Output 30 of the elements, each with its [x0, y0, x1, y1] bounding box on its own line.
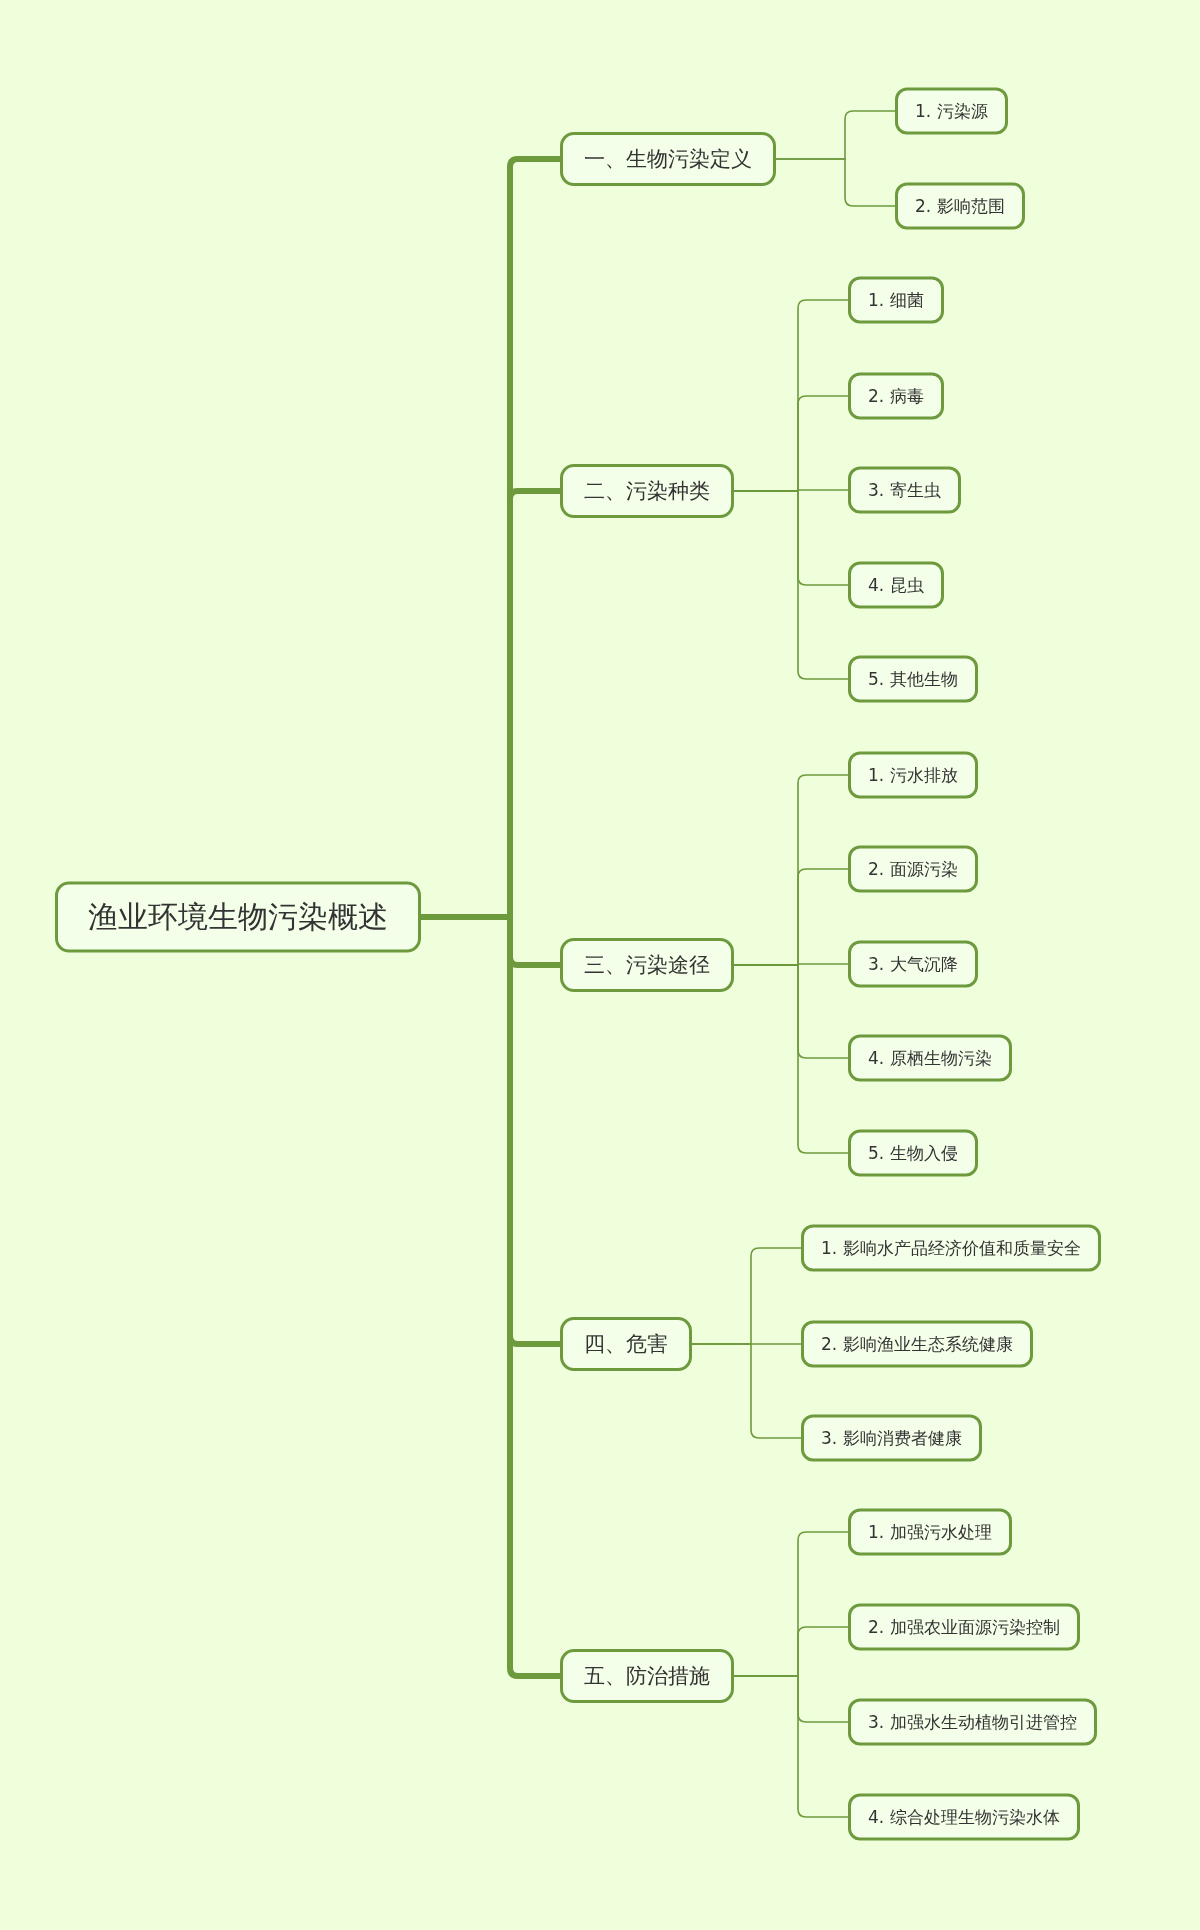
subtopic-box: 5. 生物入侵: [848, 1129, 978, 1177]
subtopic-box: 3. 影响消费者健康: [801, 1414, 982, 1462]
subtopic-box: 1. 污水排放: [848, 751, 978, 799]
subtopic-box: 2. 影响范围: [895, 182, 1025, 230]
connector-line: [733, 1675, 849, 1818]
subtopic-box: 4. 昆虫: [848, 561, 944, 609]
branch-topic-box: 一、生物污染定义: [560, 132, 776, 186]
connector-line: [733, 490, 849, 680]
subtopic-box: 4. 综合处理生物污染水体: [848, 1793, 1080, 1841]
subtopic-box: 3. 寄生虫: [848, 466, 961, 514]
connector-line: [691, 1343, 802, 1439]
subtopic-box: 2. 病毒: [848, 372, 944, 420]
subtopic-box: 1. 加强污水处理: [848, 1508, 1012, 1556]
central-topic-box: 渔业环境生物污染概述: [55, 881, 421, 953]
branch-topic-box: 四、危害: [560, 1317, 692, 1371]
connector-line: [733, 964, 849, 1154]
subtopic-box: 5. 其他生物: [848, 655, 978, 703]
connector-line: [775, 158, 896, 207]
subtopic-box: 2. 加强农业面源污染控制: [848, 1603, 1080, 1651]
subtopic-box: 2. 影响渔业生态系统健康: [801, 1320, 1033, 1368]
branch-topic-box: 三、污染途径: [560, 938, 734, 992]
subtopic-box: 2. 面源污染: [848, 845, 978, 893]
subtopic-box: 1. 影响水产品经济价值和质量安全: [801, 1224, 1101, 1272]
subtopic-box: 3. 大气沉降: [848, 940, 978, 988]
branch-topic-box: 五、防治措施: [560, 1649, 734, 1703]
subtopic-box: 3. 加强水生动植物引进管控: [848, 1698, 1097, 1746]
subtopic-box: 4. 原栖生物污染: [848, 1034, 1012, 1082]
subtopic-box: 1. 污染源: [895, 87, 1008, 135]
subtopic-box: 1. 细菌: [848, 276, 944, 324]
branch-topic-box: 二、污染种类: [560, 464, 734, 518]
